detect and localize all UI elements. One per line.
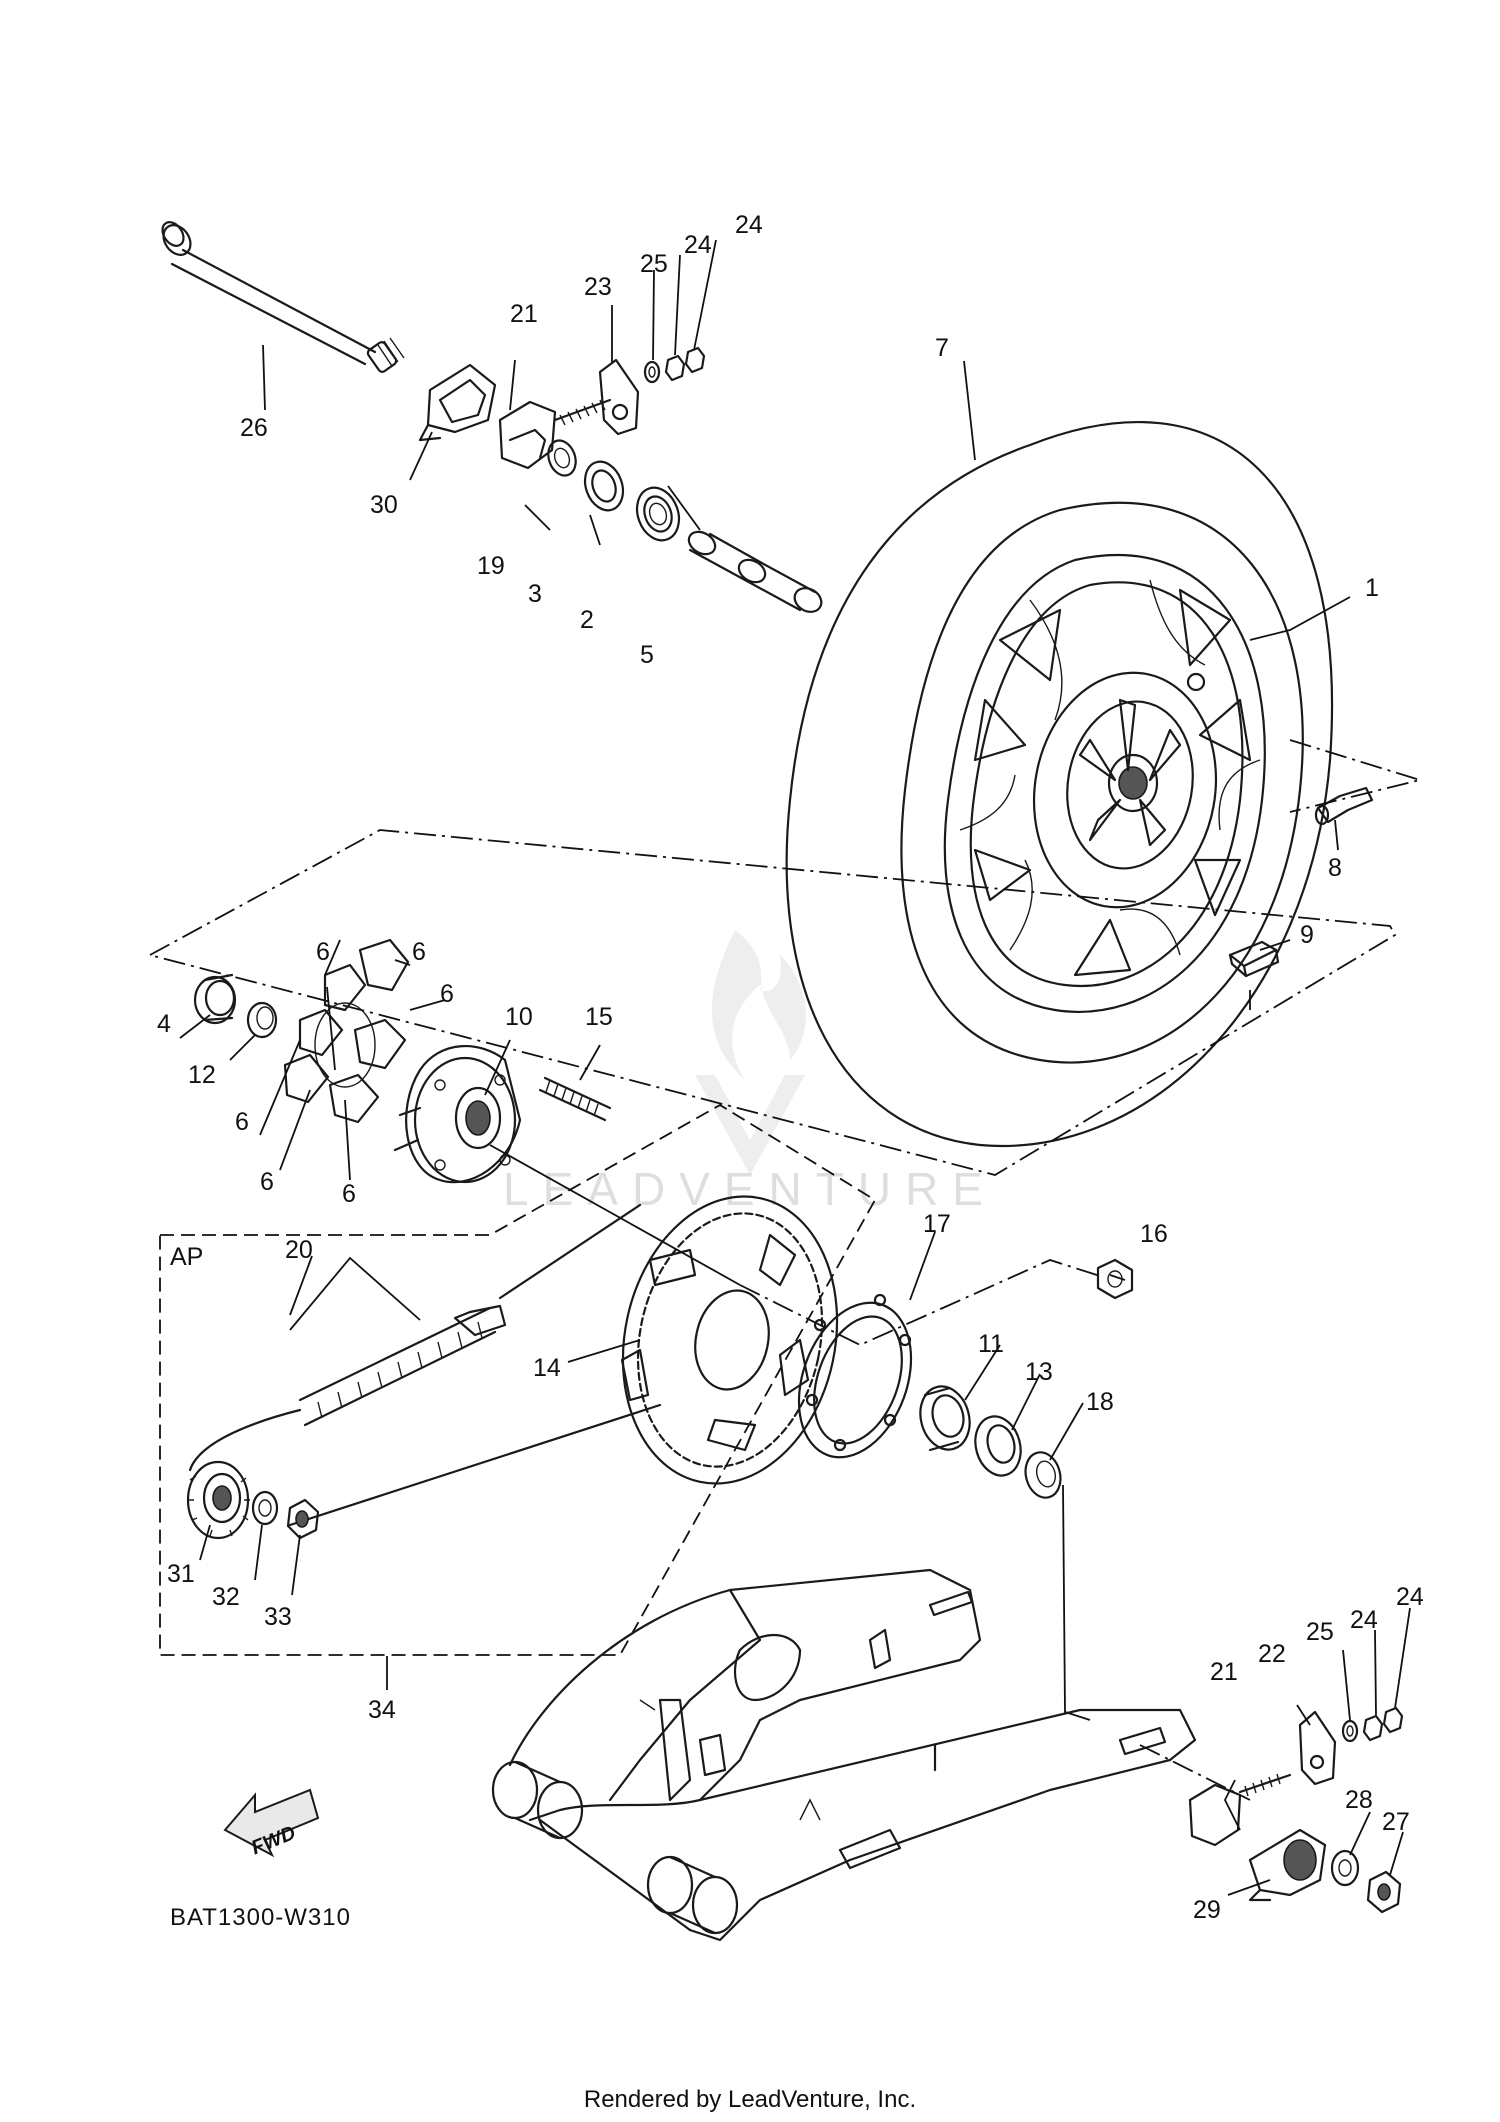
callout-13: 13 bbox=[1025, 1358, 1053, 1386]
callout-24-top-2: 24 bbox=[735, 211, 763, 239]
callout-24-top-1: 24 bbox=[684, 231, 712, 259]
callout-6e: 6 bbox=[260, 1168, 274, 1196]
stud-bolt-15 bbox=[538, 1076, 612, 1122]
spacer-5 bbox=[687, 530, 823, 613]
callout-21-top: 21 bbox=[510, 300, 538, 328]
callout-29: 29 bbox=[1193, 1896, 1221, 1924]
callout-5: 5 bbox=[640, 641, 654, 669]
oil-seal-13 bbox=[974, 1415, 1022, 1477]
callout-10: 10 bbox=[505, 1003, 533, 1031]
callout-28: 28 bbox=[1345, 1786, 1373, 1814]
nut-bottom-1 bbox=[1362, 1714, 1384, 1742]
rear-axle bbox=[161, 221, 405, 373]
group-label-ap: AP bbox=[170, 1243, 203, 1271]
callout-31: 31 bbox=[167, 1560, 195, 1588]
sprocket-cover-17 bbox=[797, 1293, 913, 1459]
sprocket-nut-line bbox=[739, 1259, 1101, 1346]
adjuster-dashline bbox=[1139, 1744, 1251, 1801]
callout-2: 2 bbox=[580, 606, 594, 634]
callout-3: 3 bbox=[528, 580, 542, 608]
sprocket-hub-10 bbox=[393, 1044, 522, 1184]
collar-12 bbox=[246, 1001, 278, 1039]
callout-6a: 6 bbox=[316, 938, 330, 966]
washer-32 bbox=[251, 1490, 279, 1526]
callout-18: 18 bbox=[1086, 1388, 1114, 1416]
callout-15: 15 bbox=[585, 1003, 613, 1031]
callout-11: 11 bbox=[978, 1330, 1004, 1358]
adjuster-block-top bbox=[498, 398, 612, 470]
callout-6c: 6 bbox=[440, 980, 454, 1008]
bearing-2 bbox=[635, 486, 681, 542]
callout-numbers: 1 2 3 4 5 6 6 6 6 6 6 7 8 9 10 11 12 13 … bbox=[157, 211, 1424, 1924]
watermark-logo: LEADVENTURE bbox=[503, 930, 997, 1215]
callout-33: 33 bbox=[264, 1603, 292, 1631]
nut-top-2 bbox=[684, 346, 706, 374]
nut-27 bbox=[1366, 1870, 1402, 1914]
bearing-4 bbox=[193, 973, 237, 1025]
callout-19: 19 bbox=[477, 552, 505, 580]
balance-weight-9 bbox=[1228, 940, 1280, 978]
callout-8: 8 bbox=[1328, 854, 1342, 882]
drive-sprocket-31 bbox=[186, 1460, 250, 1540]
drive-chain bbox=[188, 1203, 662, 1527]
nut-16 bbox=[1096, 1258, 1134, 1300]
sprocket-bolt-line bbox=[489, 1144, 741, 1286]
callout-14: 14 bbox=[533, 1354, 561, 1382]
nut-33 bbox=[286, 1498, 320, 1540]
footer-credit: Rendered by LeadVenture, Inc. bbox=[584, 2086, 916, 2113]
fwd-arrow-icon: FWD bbox=[223, 1788, 320, 1859]
nut-bottom-2 bbox=[1382, 1706, 1404, 1734]
leader-lines bbox=[179, 239, 1411, 1896]
callout-6d: 6 bbox=[235, 1108, 249, 1136]
callout-25-top: 25 bbox=[640, 250, 668, 278]
valve-8 bbox=[1314, 786, 1374, 826]
callout-34: 34 bbox=[368, 1696, 396, 1724]
watermark-text: LEADVENTURE bbox=[503, 1163, 997, 1215]
callout-6b: 6 bbox=[412, 938, 426, 966]
rear-wheel-with-tire bbox=[785, 421, 1334, 1148]
callout-25-bottom: 25 bbox=[1306, 1618, 1334, 1646]
callout-32: 32 bbox=[212, 1583, 240, 1611]
adjuster-plate-top bbox=[598, 358, 640, 436]
diagram-code: BAT1300-W310 bbox=[170, 1904, 351, 1931]
collar-to-swingarm-line bbox=[1062, 1484, 1091, 1721]
callout-17: 17 bbox=[923, 1210, 951, 1238]
callout-21-bottom: 21 bbox=[1210, 1658, 1238, 1686]
callout-6f: 6 bbox=[342, 1180, 356, 1208]
oil-seal-3 bbox=[583, 460, 625, 512]
callout-4: 4 bbox=[157, 1010, 171, 1038]
nut-top-1 bbox=[664, 354, 686, 382]
collar-18 bbox=[1024, 1451, 1062, 1499]
washer-28 bbox=[1330, 1849, 1360, 1887]
callout-27: 27 bbox=[1382, 1808, 1410, 1836]
left-chain-adjuster bbox=[418, 363, 497, 442]
swingarm bbox=[491, 1568, 1197, 1942]
callout-9: 9 bbox=[1300, 921, 1314, 949]
adjuster-block-bottom bbox=[1188, 1773, 1292, 1847]
collar-19 bbox=[547, 439, 577, 477]
bearing-11 bbox=[919, 1385, 971, 1452]
washer-bottom bbox=[1341, 1719, 1359, 1743]
callout-7: 7 bbox=[935, 334, 949, 362]
rear-sprocket-14 bbox=[620, 1195, 839, 1485]
callout-24-bottom-2: 24 bbox=[1396, 1583, 1424, 1611]
callout-12: 12 bbox=[188, 1061, 216, 1089]
valve-bracket-line bbox=[1289, 739, 1424, 813]
callout-26: 26 bbox=[240, 414, 268, 442]
callout-30: 30 bbox=[370, 491, 398, 519]
callout-20: 20 bbox=[285, 1236, 313, 1264]
callout-22: 22 bbox=[1258, 1640, 1286, 1668]
callout-16: 16 bbox=[1140, 1220, 1168, 1248]
callout-1: 1 bbox=[1365, 574, 1379, 602]
hub-assembly-outline bbox=[147, 829, 1397, 1176]
callout-24-bottom-1: 24 bbox=[1350, 1606, 1378, 1634]
right-chain-adjuster-29 bbox=[1248, 1828, 1327, 1902]
washer-top bbox=[643, 360, 661, 384]
damper-set-6 bbox=[283, 938, 410, 1124]
adjuster-plate-bottom bbox=[1298, 1710, 1337, 1786]
callout-23: 23 bbox=[584, 273, 612, 301]
